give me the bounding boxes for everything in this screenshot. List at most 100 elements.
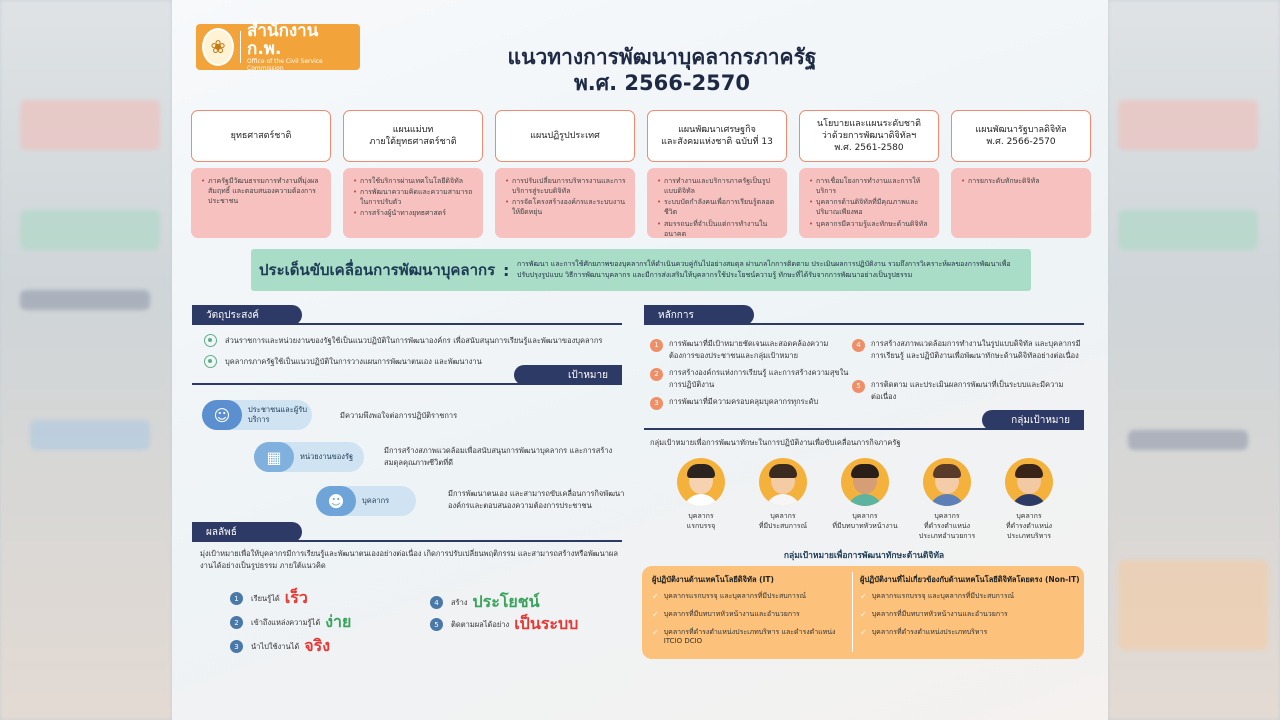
plan-point: บุคลากรมีความรู้และทักษะด้านดิจิทัล — [809, 219, 933, 229]
check-icon: ✓ — [860, 628, 867, 637]
goal-group-personnel: ☻ บุคลากร — [316, 486, 416, 516]
blur-decor — [1118, 210, 1258, 250]
building-icon: ▦ — [254, 442, 294, 472]
result-keyword: ง่าย — [325, 612, 352, 631]
person-avatar — [759, 458, 807, 506]
plan-card: แผนปฏิรูปประเทศ — [495, 110, 635, 162]
check-icon: ✓ — [860, 592, 867, 601]
nonit-item: ✓บุคลากรที่มีบทบาทหัวหน้างานและอำนวยการ — [860, 610, 1008, 619]
person-icon: ☻ — [316, 486, 356, 516]
goal-group-agency: ▦ หน่วยงานของรัฐ — [254, 442, 364, 472]
org-name: สำนักงาน ก.พ. — [247, 20, 319, 60]
principle-num: 3 — [650, 397, 663, 410]
objective-item: ส่วนราชการและหน่วยงานของรัฐใช้เป็นแนวปฏิ… — [204, 334, 602, 347]
plan-point: ภาครัฐมีวัฒนธรรมการทำงานที่มุ่งผลสัมฤทธิ… — [201, 176, 325, 206]
check-icon: ✓ — [652, 610, 659, 619]
blur-decor — [30, 420, 150, 450]
blur-decor — [20, 290, 150, 310]
plan-point: การใช้บริการผ่านเทคโนโลยีดิจิทัล — [353, 176, 477, 186]
nonit-item: ✓บุคลากรที่ดำรงตำแหน่งประเภทบริหาร — [860, 628, 988, 637]
plan-point: การพัฒนาความคิดและความสามารถในการปรับตัว — [353, 187, 477, 207]
blur-decor — [20, 100, 160, 150]
target-icon — [204, 355, 217, 368]
plan-points: ภาครัฐมีวัฒนธรรมการทำงานที่มุ่งผลสัมฤทธิ… — [191, 168, 331, 238]
person-avatar — [1005, 458, 1053, 506]
people-icon: ☺ — [202, 400, 242, 430]
it-item: ✓บุคลากรที่ดำรงตำแหน่งประเภทบริหาร และดำ… — [652, 628, 836, 646]
goal-text: มีการพัฒนาตนเอง และสามารถขับเคลื่อนการกิ… — [448, 489, 625, 510]
it-item: ✓บุคลากรที่มีบทบาทหัวหน้างานและอำนวยการ — [652, 610, 800, 619]
person-label: บุคลากร ที่ดำรงตำแหน่ง ประเภทบริหาร — [1005, 512, 1053, 540]
result-keyword: ประโยชน์ — [472, 592, 540, 611]
result-keyword: จริง — [304, 636, 331, 655]
digital-box: ผู้ปฏิบัติงานด้านเทคโนโลยีดิจิทัล (IT) ผ… — [642, 566, 1084, 659]
plan-point: บุคลากรด้านดิจิทัลที่มีคุณภาพและปริมาณเพ… — [809, 197, 933, 217]
plan-point: การเชื่อมโยงการทำงานและการให้บริการ — [809, 176, 933, 196]
principle-num: 4 — [852, 339, 865, 352]
goal-group-public: ☺ ประชาชนและผู้รับบริการ — [202, 400, 312, 430]
plan-point: การยกระดับทักษะดิจิทัล — [961, 176, 1085, 186]
plan-points: การใช้บริการผ่านเทคโนโลยีดิจิทัลการพัฒนา… — [343, 168, 483, 238]
it-item: ✓บุคลากรแรกบรรจุ และบุคลากรที่มีประสบการ… — [652, 592, 807, 601]
blur-decor — [1128, 430, 1248, 450]
plan-point: การปรับเปลี่ยนการบริหารงานและการบริการสู… — [505, 176, 629, 196]
plan-card: แผนแม่บท ภายใต้ยุทธศาสตร์ชาติ — [343, 110, 483, 162]
infographic-poster: ❀ สำนักงาน ก.พ. Office of the Civil Serv… — [172, 0, 1108, 720]
plan-card: ยุทธศาสตร์ชาติ — [191, 110, 331, 162]
person-avatar — [923, 458, 971, 506]
blur-decor — [20, 210, 160, 250]
it-title: ผู้ปฏิบัติงานด้านเทคโนโลยีดิจิทัล (IT) — [652, 575, 774, 584]
page-title: แนวทางการพัฒนาบุคลากรภาครัฐ พ.ศ. 2566-25… — [507, 45, 817, 96]
person-label: บุคลากร ที่มีประสบการณ์ — [758, 512, 808, 530]
section-target: กลุ่มเป้าหมาย — [982, 410, 1084, 430]
check-icon: ✓ — [652, 628, 659, 637]
digital-title: กลุ่มเป้าหมายเพื่อการพัฒนาทักษะด้านดิจิท… — [783, 551, 945, 561]
section-goal: เป้าหมาย — [514, 365, 622, 385]
plan-card: นโยบายและแผนระดับชาติ ว่าด้วยการพัฒนาดิจ… — [799, 110, 939, 162]
principle-num: 5 — [852, 380, 865, 393]
goal-text: มีความพึงพอใจต่อการปฏิบัติราชการ — [340, 411, 458, 420]
principle-num: 2 — [650, 368, 663, 381]
background-right — [1108, 0, 1280, 720]
plan-points: การยกระดับทักษะดิจิทัล — [951, 168, 1091, 238]
goal-text: มีการสร้างสภาพแวดล้อมเพื่อสนับสนุนการพัฒ… — [384, 446, 613, 467]
blur-decor — [1118, 560, 1268, 650]
check-icon: ✓ — [860, 610, 867, 619]
blur-decor — [1118, 100, 1258, 150]
person-avatar — [677, 458, 725, 506]
plan-card: แผนพัฒนารัฐบาลดิจิทัล พ.ศ. 2566-2570 — [951, 110, 1091, 162]
section-objective: วัตถุประสงค์ — [192, 305, 302, 325]
nonit-title: ผู้ปฏิบัติงานที่ไม่เกี่ยวข้องกับด้านเทคโ… — [860, 575, 1080, 584]
section-result: ผลลัพธ์ — [192, 522, 302, 542]
check-icon: ✓ — [652, 592, 659, 601]
drive-banner: ประเด็นขับเคลื่อนการพัฒนาบุคลากร : การพั… — [251, 249, 1031, 291]
plan-card: แผนพัฒนาเศรษฐกิจ และสังคมแห่งชาติ ฉบับที… — [647, 110, 787, 162]
plan-point: สมรรถนะที่จำเป็นแต่การทำงานในอนาคต — [657, 219, 781, 239]
org-logo: ❀ สำนักงาน ก.พ. Office of the Civil Serv… — [196, 20, 360, 72]
result-num: 2 — [230, 616, 243, 629]
result-desc: มุ่งเป้าหมายเพื่อให้บุคลากรมีการเรียนรู้… — [200, 549, 618, 570]
person-label: บุคลากร แรกบรรจุ — [686, 512, 716, 530]
principle-num: 1 — [650, 339, 663, 352]
plan-points: การเชื่อมโยงการทำงานและการให้บริการบุคลา… — [799, 168, 939, 238]
target-desc: กลุ่มเป้าหมายเพื่อการพัฒนาทักษะในการปฏิบ… — [650, 438, 901, 447]
plan-point: การจัดโครงสร้างองค์กรและระบบงานให้ยืดหยุ… — [505, 197, 629, 217]
person-avatar — [841, 458, 889, 506]
plan-point: ระบบบัดกำลังคนเพื่อการเรียนรู้ตลอดชีวิต — [657, 197, 781, 217]
org-name-en: Office of the Civil Service Commission — [247, 58, 323, 72]
result-num: 1 — [230, 592, 243, 605]
result-keyword: เร็ว — [284, 588, 308, 607]
person-label: บุคลากร ที่ดำรงตำแหน่ง ประเภทอำนวยการ — [918, 512, 976, 540]
emblem-icon: ❀ — [202, 28, 235, 66]
result-num: 3 — [230, 640, 243, 653]
